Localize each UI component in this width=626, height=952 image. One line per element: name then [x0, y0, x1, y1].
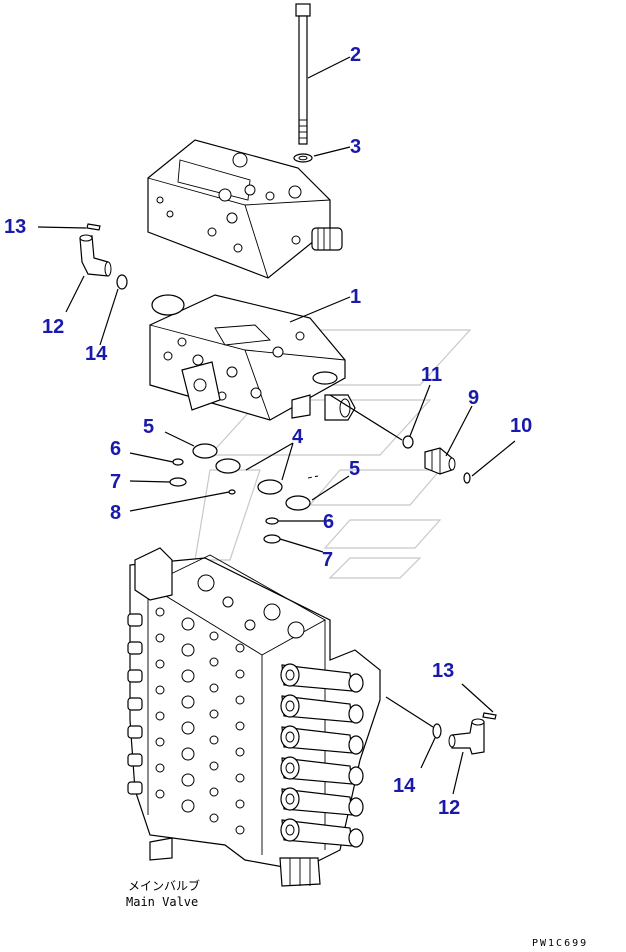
spool-cap [280, 725, 364, 755]
side-plug [127, 753, 143, 767]
side-plug [127, 641, 143, 655]
callout-7-upper: 7 [110, 471, 121, 493]
spool-cap [280, 694, 364, 724]
port-hole [155, 633, 165, 643]
callout-10: 10 [510, 415, 532, 437]
side-plug [127, 725, 143, 739]
port-hole [209, 735, 219, 745]
port-hole [181, 773, 195, 787]
bolt-part-2 [295, 3, 311, 145]
side-plug [127, 613, 143, 627]
port-hole [235, 799, 245, 809]
spool-cap [280, 756, 364, 786]
spool-cap [280, 663, 364, 693]
callout-labels: 2 3 13 12 14 1 11 9 10 5 4 6 7 5 8 6 7 1… [4, 44, 532, 819]
callout-13-lower: 13 [432, 660, 454, 682]
port-hole [155, 763, 165, 773]
callout-8: 8 [110, 502, 121, 524]
o-ring-part-14-upper [116, 274, 128, 290]
port-hole [181, 799, 195, 813]
drawing-code: PW1C699 [532, 938, 588, 949]
main-valve-left-face-ports [127, 607, 245, 835]
callout-14-upper: 14 [85, 343, 108, 365]
caption-english: Main Valve [126, 895, 198, 909]
o-ring-part-11 [402, 435, 414, 449]
callout-7-lower: 7 [322, 549, 333, 571]
seal-group-upper [169, 443, 319, 544]
callout-11: 11 [421, 364, 442, 386]
callout-14-lower: 14 [393, 775, 416, 797]
washer-part-3 [293, 153, 313, 163]
port-hole [235, 825, 245, 835]
port-hole [209, 709, 219, 719]
port-hole [235, 721, 245, 731]
port-hole [181, 617, 195, 631]
port-hole [181, 721, 195, 735]
main-valve-right-face-spools [280, 663, 364, 848]
port-hole [155, 607, 165, 617]
port-hole [235, 643, 245, 653]
port-hole [155, 711, 165, 721]
callout-5-lower: 5 [349, 458, 360, 480]
bottom-port-fittings [149, 837, 321, 887]
caption-japanese: メインバルブ [128, 878, 200, 893]
port-hole [209, 683, 219, 693]
elbow-fitting-part-12-lower [448, 718, 485, 755]
port-hole [181, 643, 195, 657]
leader-lines [37, 56, 516, 795]
side-plug [127, 781, 143, 795]
pin-part-13-upper [86, 223, 101, 231]
spool-cap [280, 787, 364, 817]
o-ring-part-14-lower [432, 723, 442, 739]
callout-12-upper: 12 [42, 316, 64, 338]
port-hole [235, 773, 245, 783]
callout-13-upper: 13 [4, 216, 26, 238]
callout-6-lower: 6 [323, 511, 334, 533]
callout-2: 2 [350, 44, 361, 66]
middle-valve-block-part-1 [149, 294, 356, 421]
upper-valve-block [147, 139, 343, 279]
o-ring-part-10 [463, 472, 471, 484]
callout-9: 9 [468, 387, 479, 409]
port-hole [155, 737, 165, 747]
port-hole [209, 631, 219, 641]
port-hole [209, 813, 219, 823]
port-hole [155, 659, 165, 669]
port-hole [181, 669, 195, 683]
port-hole [209, 657, 219, 667]
port-hole [209, 787, 219, 797]
port-hole [209, 761, 219, 771]
callout-5-upper: 5 [143, 416, 154, 438]
port-hole [155, 789, 165, 799]
callout-3: 3 [350, 136, 361, 158]
side-plug [127, 697, 143, 711]
port-hole [235, 669, 245, 679]
spool-cap [280, 818, 364, 848]
port-hole [181, 695, 195, 709]
port-hole [235, 747, 245, 757]
callout-12-lower: 12 [438, 797, 460, 819]
plug-part-9 [424, 447, 456, 475]
callout-1: 1 [350, 286, 361, 308]
port-hole [235, 695, 245, 705]
callout-6-upper: 6 [110, 438, 121, 460]
port-hole [155, 685, 165, 695]
elbow-fitting-part-12-upper [79, 234, 112, 277]
side-plug [127, 669, 143, 683]
pin-part-13-lower [482, 712, 497, 720]
callout-4: 4 [292, 426, 304, 448]
port-hole [181, 747, 195, 761]
